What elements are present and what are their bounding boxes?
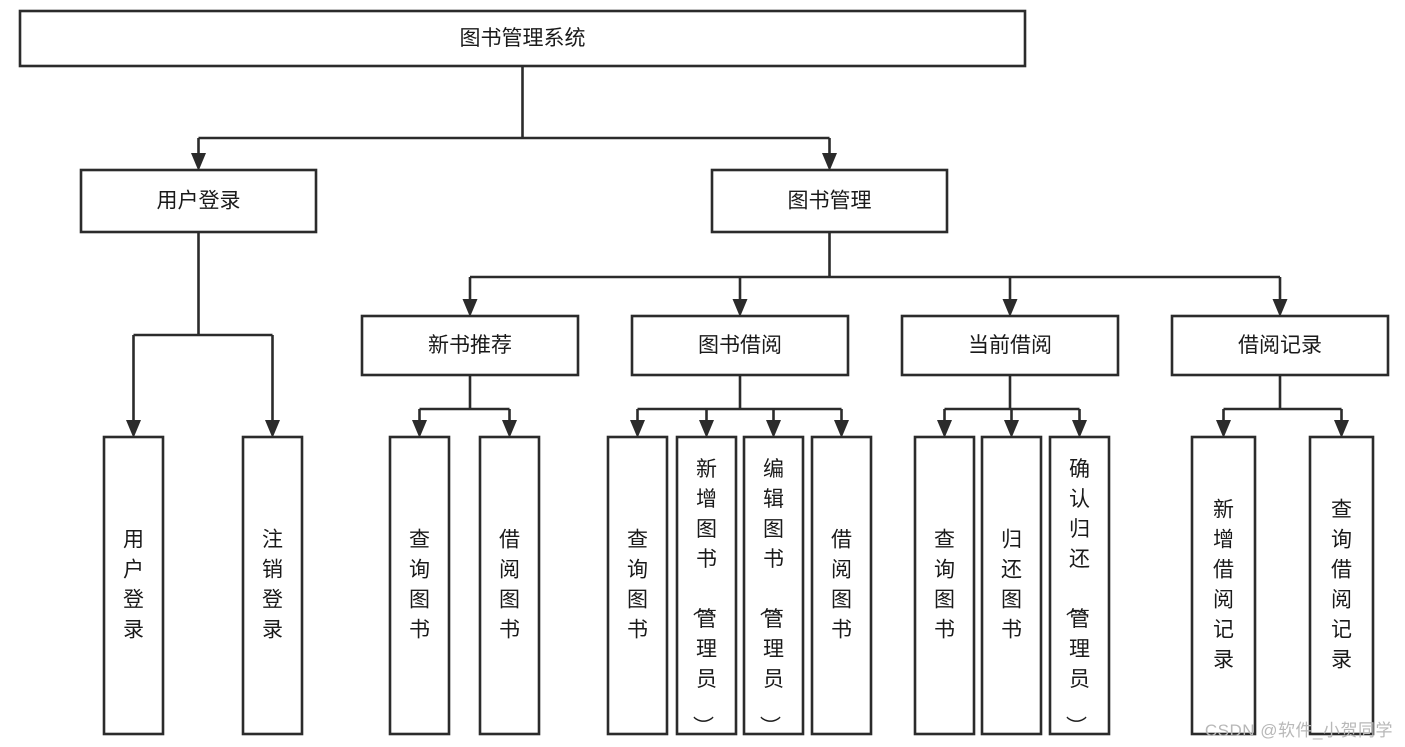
- node-box-leaf-current-query[interactable]: [913, 435, 976, 736]
- node-leaf-borrow-query[interactable]: 查询图书: [606, 435, 669, 736]
- arrow-head-icon: [265, 420, 280, 438]
- node-box-login[interactable]: [79, 168, 318, 234]
- node-label-leaf-borrow-add: 新增图书（管理员）: [691, 458, 717, 737]
- node-leaf-newbook-query[interactable]: 查询图书: [388, 435, 451, 736]
- arrow-head-icon: [126, 420, 141, 438]
- node-box-leaf-newbook-borrow[interactable]: [478, 435, 541, 736]
- arrow-head-icon: [1334, 420, 1349, 438]
- connector-group-login: [126, 232, 280, 438]
- arrow-head-icon: [630, 420, 645, 438]
- node-box-leaf-borrow-lend[interactable]: [810, 435, 873, 736]
- node-label-records: 借阅记录: [1238, 334, 1322, 357]
- node-layer: 图书管理系统用户登录图书管理新书推荐图书借阅当前借阅借阅记录用户登录注销登录查询…: [18, 9, 1390, 737]
- node-label-root: 图书管理系统: [460, 27, 586, 50]
- node-label-bookmgmt: 图书管理: [788, 190, 872, 213]
- node-current[interactable]: 当前借阅: [900, 314, 1120, 377]
- node-leaf-borrow-add[interactable]: 新增图书（管理员）: [675, 435, 738, 737]
- arrow-head-icon: [462, 299, 478, 317]
- arrow-head-icon: [412, 420, 427, 438]
- node-leaf-records-add[interactable]: 新增借阅记录: [1190, 435, 1257, 736]
- node-leaf-user-login[interactable]: 用户登录: [102, 435, 165, 736]
- node-label-leaf-user-login: 用户登录: [123, 528, 144, 641]
- node-box-newbook[interactable]: [360, 314, 580, 377]
- node-label-newbook: 新书推荐: [428, 334, 512, 357]
- node-label-leaf-borrow-lend: 借阅图书: [831, 528, 852, 641]
- node-box-leaf-user-logout[interactable]: [241, 435, 304, 736]
- node-bookmgmt[interactable]: 图书管理: [710, 168, 949, 234]
- node-box-leaf-records-query[interactable]: [1308, 435, 1375, 736]
- node-box-borrow[interactable]: [630, 314, 850, 377]
- arrow-head-icon: [822, 153, 837, 171]
- node-leaf-borrow-lend[interactable]: 借阅图书: [810, 435, 873, 736]
- arrow-head-icon: [1002, 299, 1018, 317]
- node-label-current: 当前借阅: [968, 334, 1052, 357]
- connector-group-current: [937, 375, 1087, 438]
- node-label-leaf-borrow-edit: 编辑图书（管理员）: [758, 458, 784, 737]
- node-label-borrow: 图书借阅: [698, 334, 782, 357]
- node-box-leaf-records-add[interactable]: [1190, 435, 1257, 736]
- arrow-head-icon: [502, 420, 517, 438]
- arrow-head-icon: [766, 420, 781, 438]
- node-leaf-current-confirm[interactable]: 确认归还（管理员）: [1048, 435, 1111, 737]
- node-label-leaf-records-add: 新增借阅记录: [1213, 498, 1234, 671]
- node-box-leaf-borrow-query[interactable]: [606, 435, 669, 736]
- node-box-root[interactable]: [18, 9, 1027, 68]
- arrow-head-icon: [1004, 420, 1019, 438]
- connector-group-records: [1216, 375, 1349, 438]
- node-leaf-borrow-edit[interactable]: 编辑图书（管理员）: [742, 435, 805, 737]
- node-leaf-current-query[interactable]: 查询图书: [913, 435, 976, 736]
- node-label-leaf-borrow-query: 查询图书: [627, 528, 648, 641]
- arrow-head-icon: [191, 153, 206, 171]
- connector-layer: [126, 66, 1349, 438]
- node-box-records[interactable]: [1170, 314, 1390, 377]
- node-box-leaf-current-confirm[interactable]: [1048, 435, 1111, 736]
- node-label-leaf-user-logout: 注销登录: [262, 528, 283, 641]
- watermark-text: CSDN @软件_小贺同学: [1204, 721, 1393, 740]
- arrow-head-icon: [699, 420, 714, 438]
- node-leaf-user-logout[interactable]: 注销登录: [241, 435, 304, 736]
- arrow-head-icon: [1072, 420, 1087, 438]
- connector-group-bookmgmt: [462, 232, 1288, 317]
- node-leaf-records-query[interactable]: 查询借阅记录: [1308, 435, 1375, 736]
- node-label-leaf-current-query: 查询图书: [934, 528, 955, 641]
- node-box-leaf-user-login[interactable]: [102, 435, 165, 736]
- node-box-leaf-newbook-query[interactable]: [388, 435, 451, 736]
- node-root[interactable]: 图书管理系统: [18, 9, 1027, 68]
- arrow-head-icon: [732, 299, 748, 317]
- node-borrow[interactable]: 图书借阅: [630, 314, 850, 377]
- node-label-leaf-newbook-query: 查询图书: [409, 528, 430, 641]
- node-box-leaf-current-return[interactable]: [980, 435, 1043, 736]
- node-box-bookmgmt[interactable]: [710, 168, 949, 234]
- arrow-head-icon: [937, 420, 952, 438]
- connector-group-borrow: [630, 375, 849, 438]
- connector-group-newbook: [412, 375, 517, 438]
- node-leaf-current-return[interactable]: 归还图书: [980, 435, 1043, 736]
- node-records[interactable]: 借阅记录: [1170, 314, 1390, 377]
- node-newbook[interactable]: 新书推荐: [360, 314, 580, 377]
- node-label-leaf-current-confirm: 确认归还（管理员）: [1064, 458, 1090, 737]
- node-label-leaf-newbook-borrow: 借阅图书: [499, 528, 520, 641]
- arrow-head-icon: [1272, 299, 1288, 317]
- arrow-head-icon: [834, 420, 849, 438]
- node-leaf-newbook-borrow[interactable]: 借阅图书: [478, 435, 541, 736]
- node-box-leaf-borrow-add[interactable]: [675, 435, 738, 736]
- arrow-head-icon: [1216, 420, 1231, 438]
- node-label-leaf-current-return: 归还图书: [1001, 528, 1022, 641]
- node-login[interactable]: 用户登录: [79, 168, 318, 234]
- node-label-leaf-records-query: 查询借阅记录: [1331, 498, 1352, 671]
- connector-group-root: [191, 66, 837, 171]
- node-box-leaf-borrow-edit[interactable]: [742, 435, 805, 736]
- node-label-login: 用户登录: [157, 190, 241, 213]
- node-box-current[interactable]: [900, 314, 1120, 377]
